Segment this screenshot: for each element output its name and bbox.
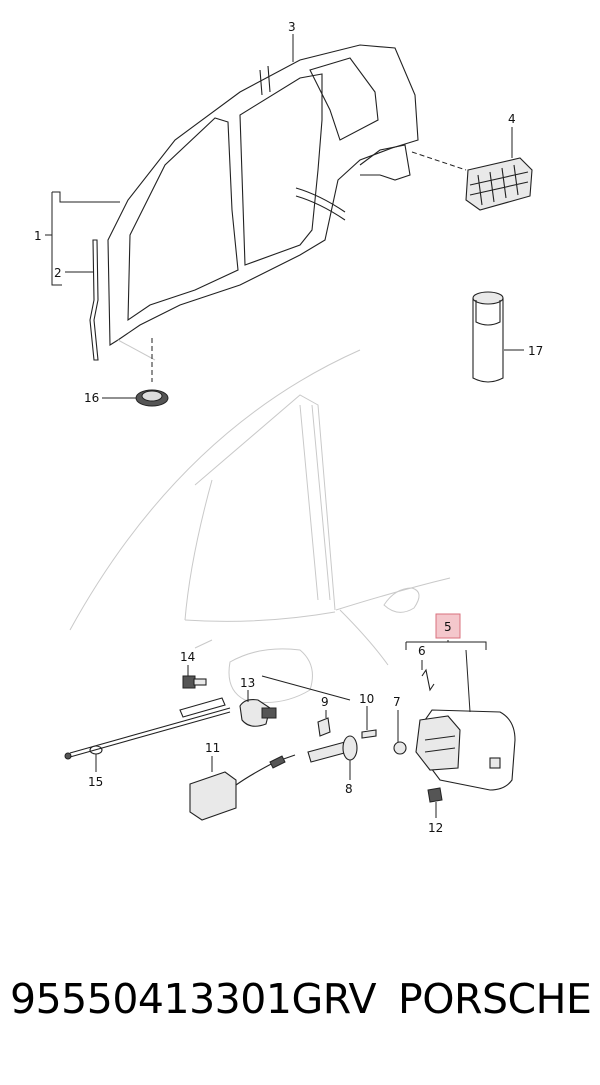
callout-1[interactable]: 1 (34, 229, 42, 243)
car-outline (69, 349, 451, 703)
parts-diagram: 1 2 3 4 5 6 7 8 9 10 11 12 13 14 15 16 1… (34, 20, 543, 835)
callout-9[interactable]: 9 (321, 695, 329, 709)
callout-6[interactable]: 6 (418, 644, 426, 658)
callout-13[interactable]: 13 (240, 676, 255, 690)
callout-15[interactable]: 15 (88, 775, 103, 789)
leader-lines (45, 34, 524, 818)
callout-3[interactable]: 3 (288, 20, 296, 34)
part-number: 95550413301GRV (10, 975, 377, 1023)
grommet (135, 338, 169, 407)
callout-2[interactable]: 2 (54, 266, 62, 280)
callout-5-highlight (435, 613, 461, 639)
sealing-strip (89, 239, 99, 361)
release-cable (64, 697, 231, 760)
footer: 95550413301GRV PORSCHE (0, 975, 600, 1045)
paint-can (472, 291, 504, 383)
callout-11[interactable]: 11 (205, 741, 220, 755)
callout-5[interactable]: 5 (444, 620, 452, 634)
callout-14[interactable]: 14 (180, 650, 195, 664)
callout-7[interactable]: 7 (393, 695, 401, 709)
callout-16[interactable]: 16 (84, 391, 99, 405)
clip (427, 787, 443, 803)
fuel-flap (415, 709, 516, 791)
brand-name: PORSCHE (398, 975, 592, 1023)
callout-17[interactable]: 17 (528, 344, 543, 358)
locking-pin-assembly (307, 717, 377, 763)
callout-12[interactable]: 12 (428, 821, 443, 835)
callout-labels: 1 2 3 4 5 6 7 8 9 10 11 12 13 14 15 16 1… (34, 20, 543, 835)
control-unit (189, 754, 296, 821)
ball-cap (393, 741, 407, 755)
actuator (239, 699, 277, 727)
bolt (182, 675, 207, 689)
callout-8[interactable]: 8 (345, 782, 353, 796)
vent-grille (411, 151, 533, 211)
callout-4[interactable]: 4 (508, 112, 516, 126)
callout-10[interactable]: 10 (359, 692, 374, 706)
body-side-panel (107, 44, 419, 361)
spring (421, 668, 435, 692)
